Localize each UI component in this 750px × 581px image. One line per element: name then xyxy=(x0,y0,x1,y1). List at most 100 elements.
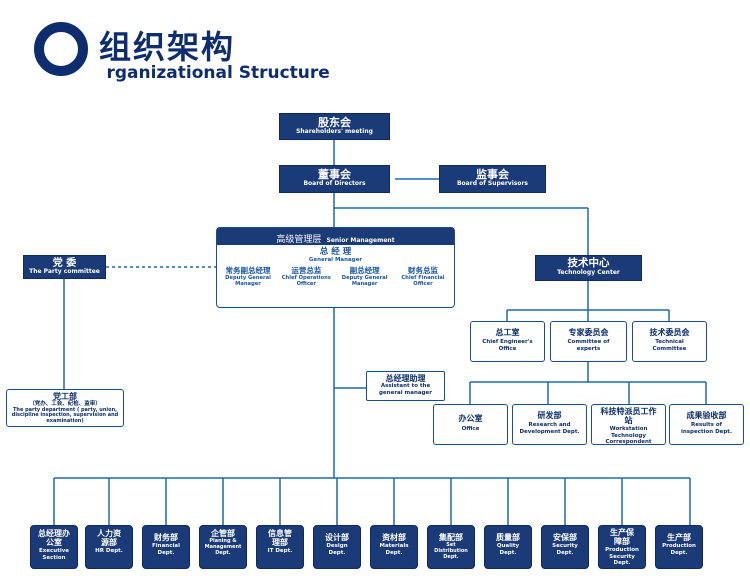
senior-management-header: 高级管理层 Senior Management xyxy=(217,228,454,245)
board-of-supervisors-box[interactable]: 监事会 Board of Supervisors xyxy=(439,165,546,193)
workstation-technology-box[interactable]: 科技特派员工作站 Workstation Technology Correspo… xyxy=(591,404,666,445)
tech-row2-en: Office xyxy=(461,426,480,433)
board-en: Board of Directors xyxy=(303,180,366,188)
party-committee-en: The Party committee xyxy=(29,268,100,275)
department-en: Production Dept. xyxy=(662,543,696,556)
department-box[interactable]: 资材部 Materials Dept. xyxy=(370,525,418,569)
department-cn: 企管部 xyxy=(211,529,235,538)
senior-role-en: Deputy General Manager xyxy=(341,274,388,287)
board-of-directors-box[interactable]: 董事会 Board of Directors xyxy=(279,165,390,193)
technology-center-box[interactable]: 技术中心 Technology Center xyxy=(535,255,642,281)
department-box[interactable]: 质量部 Quality Dept. xyxy=(484,525,532,569)
department-en: Executive Section xyxy=(39,548,70,561)
department-en: Planing & Management Dept. xyxy=(204,538,242,556)
department-box[interactable]: 企管部 Planing & Management Dept. xyxy=(199,525,247,569)
department-cn: 安保部 xyxy=(553,533,577,542)
tech-row2-cn: 办公室 xyxy=(458,414,483,423)
senior-role-cn: 常务副总经理 xyxy=(225,266,271,276)
tech-row2-en: Research and Development Dept. xyxy=(519,422,580,435)
tech-row1-cn: 专家委员会 xyxy=(568,328,609,337)
tech-office-box[interactable]: 办公室 Office xyxy=(433,404,508,445)
senior-role[interactable]: 副总经理 Deputy General Manager xyxy=(337,267,393,287)
senior-role-cn: 副总经理 xyxy=(349,266,380,276)
shareholders-cn: 股东会 xyxy=(318,116,351,129)
department-en: Set Distribution Dept. xyxy=(434,542,468,560)
department-en: Financial Dept. xyxy=(152,543,180,556)
shareholders-box[interactable]: 股东会 Shareholders' meeting xyxy=(279,113,390,140)
board-cn: 董事会 xyxy=(318,168,351,181)
department-en: Quality Dept. xyxy=(496,543,520,556)
committee-of-experts-box[interactable]: 专家委员会 Committee of experts xyxy=(550,321,627,362)
chief-engineer-office-box[interactable]: 总工室 Chief Engineer's Office xyxy=(470,321,545,362)
senior-role[interactable]: 运营总监 Chief Operations Officer xyxy=(278,267,334,287)
assistant-en: Assistant to the general manager xyxy=(379,383,432,396)
department-box[interactable]: 安保部 Security Dept. xyxy=(541,525,589,569)
department-cn: 总经理办公室 xyxy=(38,529,70,548)
technical-committee-box[interactable]: 技术委员会 Technical Committee xyxy=(632,321,707,362)
department-box[interactable]: 财务部 Financial Dept. xyxy=(142,525,190,569)
senior-management-box[interactable]: 高级管理层 Senior Management 总 经 理 General Ma… xyxy=(216,227,455,308)
department-en: HR Dept. xyxy=(95,548,123,555)
party-committee-cn: 党 委 xyxy=(52,258,77,269)
department-en: Materials Dept. xyxy=(379,543,409,556)
department-box[interactable]: 设计部 Design Dept. xyxy=(313,525,361,569)
general-manager-en: General Manager xyxy=(308,257,363,264)
page-title-en: Organizational Structure xyxy=(92,63,330,83)
tech-row2-cn: 研发部 xyxy=(537,411,562,420)
senior-role[interactable]: 常务副总经理 Deputy General Manager xyxy=(220,267,276,287)
shareholders-en: Shareholders' meeting xyxy=(296,128,373,136)
research-development-box[interactable]: 研发部 Research and Development Dept. xyxy=(512,404,587,445)
party-department-box[interactable]: 党工部 （党办、工会、纪检、监审） The party department (… xyxy=(6,389,124,427)
department-box[interactable]: 总经理办公室 Executive Section xyxy=(30,525,78,569)
party-dept-sub-cn: （党办、工会、纪检、监审） xyxy=(29,401,101,408)
department-box[interactable]: 生产保障部 Production Security Dept. xyxy=(598,525,646,569)
assistant-gm-box[interactable]: 总经理助理 Assistant to the general manager xyxy=(366,371,445,401)
senior-roles-row: 常务副总经理 Deputy General Manager 运营总监 Chief… xyxy=(217,263,454,287)
results-inspection-box[interactable]: 成果验收部 Results of inspection Dept. xyxy=(669,404,744,445)
tech-row1-cn: 总工室 xyxy=(495,328,520,337)
department-cn: 信息管理部 xyxy=(268,529,292,548)
tech-row2-cn: 科技特派员工作站 xyxy=(600,407,657,426)
tech-row1-en: Chief Engineer's Office xyxy=(482,339,533,352)
supervisors-cn: 监事会 xyxy=(476,168,509,181)
senior-role[interactable]: 财务总监 Chief Financial Officer xyxy=(395,267,451,287)
page-title-en-first: O xyxy=(92,63,106,83)
page-title-cn: 组织架构 xyxy=(99,28,236,66)
senior-role-en: Chief Operations Officer xyxy=(281,274,331,287)
senior-header-cn: 高级管理层 xyxy=(276,235,322,245)
department-cn: 设计部 xyxy=(325,533,349,542)
tech-row1-cn: 技术委员会 xyxy=(649,328,690,337)
department-box[interactable]: 生产部 Production Dept. xyxy=(655,525,703,569)
department-en: Security Dept. xyxy=(552,543,578,556)
department-cn: 财务部 xyxy=(154,533,178,542)
department-cn: 生产部 xyxy=(667,533,691,542)
party-committee-box[interactable]: 党 委 The Party committee xyxy=(23,255,106,279)
header-logo-ring xyxy=(34,22,88,76)
department-en: Production Security Dept. xyxy=(605,547,639,566)
department-cn: 人力资源部 xyxy=(97,529,121,548)
department-box[interactable]: 人力资源部 HR Dept. xyxy=(85,525,133,569)
party-dept-cn: 党工部 xyxy=(53,392,77,401)
general-manager[interactable]: 总 经 理 General Manager xyxy=(217,247,454,264)
department-en: IT Dept. xyxy=(267,548,293,555)
department-box[interactable]: 集配部 Set Distribution Dept. xyxy=(427,525,475,569)
supervisors-en: Board of Supervisors xyxy=(456,180,528,188)
party-dept-en: The party department ( party, union, dis… xyxy=(11,406,119,424)
tech-row2-en: Workstation Technology Correspondent xyxy=(605,426,652,445)
tech-row2-en: Results of inspection Dept. xyxy=(680,422,733,435)
tech-center-cn: 技术中心 xyxy=(567,257,610,269)
senior-role-cn: 运营总监 xyxy=(291,266,322,276)
department-cn: 资材部 xyxy=(382,533,406,542)
tech-row1-en: Technical Committee xyxy=(652,339,687,352)
department-box[interactable]: 信息管理部 IT Dept. xyxy=(256,525,304,569)
page-title-en-rest: rganizational Structure xyxy=(106,63,330,83)
tech-row2-cn: 成果验收部 xyxy=(686,411,727,420)
department-cn: 生产保障部 xyxy=(610,528,634,547)
tech-row1-en: Committee of experts xyxy=(567,339,610,352)
assistant-cn: 总经理助理 xyxy=(385,374,426,383)
senior-role-cn: 财务总监 xyxy=(407,266,438,276)
department-cn: 质量部 xyxy=(496,533,520,542)
general-manager-cn: 总 经 理 xyxy=(319,247,352,257)
tech-center-en: Technology Center xyxy=(557,268,620,276)
